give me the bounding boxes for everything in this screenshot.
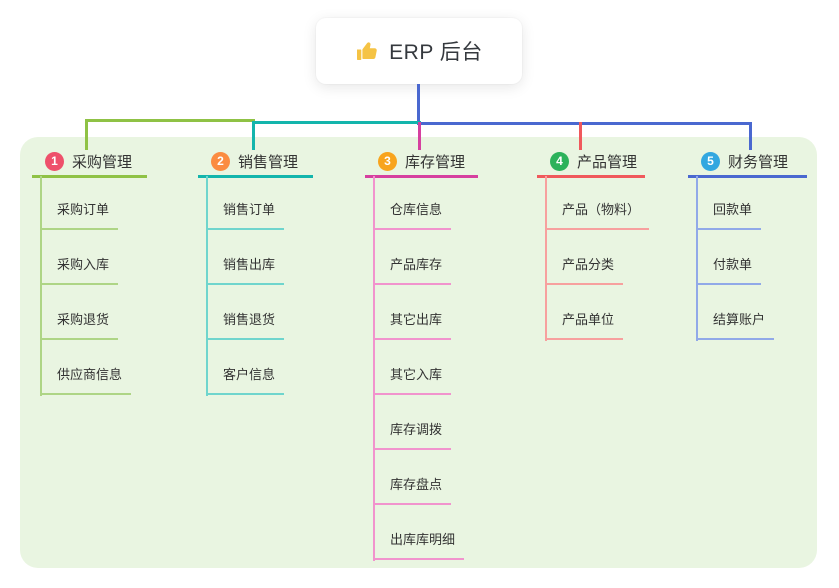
root-node-label: ERP 后台 — [389, 41, 483, 64]
branch-underline — [688, 175, 807, 178]
branch-node-label: 产品管理 — [577, 153, 638, 171]
mindmap-canvas — [20, 137, 817, 568]
child-node[interactable]: 回款单 — [696, 201, 762, 230]
branch-connector — [252, 121, 421, 124]
child-node[interactable]: 产品（物料） — [545, 201, 650, 230]
branch-underline — [198, 175, 313, 178]
child-node[interactable]: 付款单 — [696, 256, 762, 285]
thumbs-up-icon — [357, 42, 377, 60]
branch-node-label: 财务管理 — [728, 153, 789, 171]
children-connector-line — [206, 176, 208, 396]
branch-connector-drop — [579, 122, 582, 150]
branch-node-3[interactable]: 3 库存管理 — [378, 151, 465, 171]
children-connector-line — [40, 176, 42, 396]
branch-connector-drop — [749, 122, 752, 150]
branch-node-4[interactable]: 4 产品管理 — [550, 151, 637, 171]
child-node[interactable]: 仓库信息 — [373, 201, 452, 230]
branch-number-badge: 4 — [550, 151, 569, 171]
root-node[interactable]: ERP 后台 — [316, 18, 522, 84]
branch-number-badge: 5 — [701, 151, 720, 171]
child-node[interactable]: 库存盘点 — [373, 476, 452, 505]
child-node[interactable]: 产品单位 — [545, 311, 624, 340]
branch-number-badge: 1 — [45, 151, 64, 171]
branch-underline — [32, 175, 147, 178]
branch-node-5[interactable]: 5 财务管理 — [701, 151, 788, 171]
children-connector-line — [545, 176, 547, 341]
branch-connector — [85, 119, 255, 122]
child-node[interactable]: 供应商信息 — [40, 366, 132, 395]
branch-connector-drop — [252, 121, 255, 150]
child-node[interactable]: 销售出库 — [206, 256, 285, 285]
branch-connector-drop — [418, 122, 421, 150]
branch-number-badge: 2 — [211, 151, 230, 171]
branch-connector — [418, 122, 752, 125]
child-node[interactable]: 库存调拨 — [373, 421, 452, 450]
branch-node-label: 库存管理 — [405, 153, 466, 171]
branch-underline — [365, 175, 478, 178]
children-connector-line — [373, 176, 375, 561]
branch-underline — [537, 175, 645, 178]
branch-node-label: 销售管理 — [238, 153, 299, 171]
children-connector-line — [696, 176, 698, 341]
branch-node-1[interactable]: 1 采购管理 — [45, 151, 132, 171]
child-node[interactable]: 销售订单 — [206, 201, 285, 230]
child-node[interactable]: 采购订单 — [40, 201, 119, 230]
child-node[interactable]: 销售退货 — [206, 311, 285, 340]
child-node[interactable]: 结算账户 — [696, 311, 775, 340]
branch-node-2[interactable]: 2 销售管理 — [211, 151, 298, 171]
child-node[interactable]: 其它出库 — [373, 311, 452, 340]
child-node[interactable]: 产品库存 — [373, 256, 452, 285]
child-node[interactable]: 出库库明细 — [373, 531, 465, 560]
branch-connector-drop — [85, 119, 88, 150]
branch-number-badge: 3 — [378, 151, 397, 171]
child-node[interactable]: 产品分类 — [545, 256, 624, 285]
child-node[interactable]: 采购退货 — [40, 311, 119, 340]
branch-node-label: 采购管理 — [72, 153, 133, 171]
child-node[interactable]: 采购入库 — [40, 256, 119, 285]
child-node[interactable]: 客户信息 — [206, 366, 285, 395]
root-connector-line — [417, 84, 420, 125]
child-node[interactable]: 其它入库 — [373, 366, 452, 395]
